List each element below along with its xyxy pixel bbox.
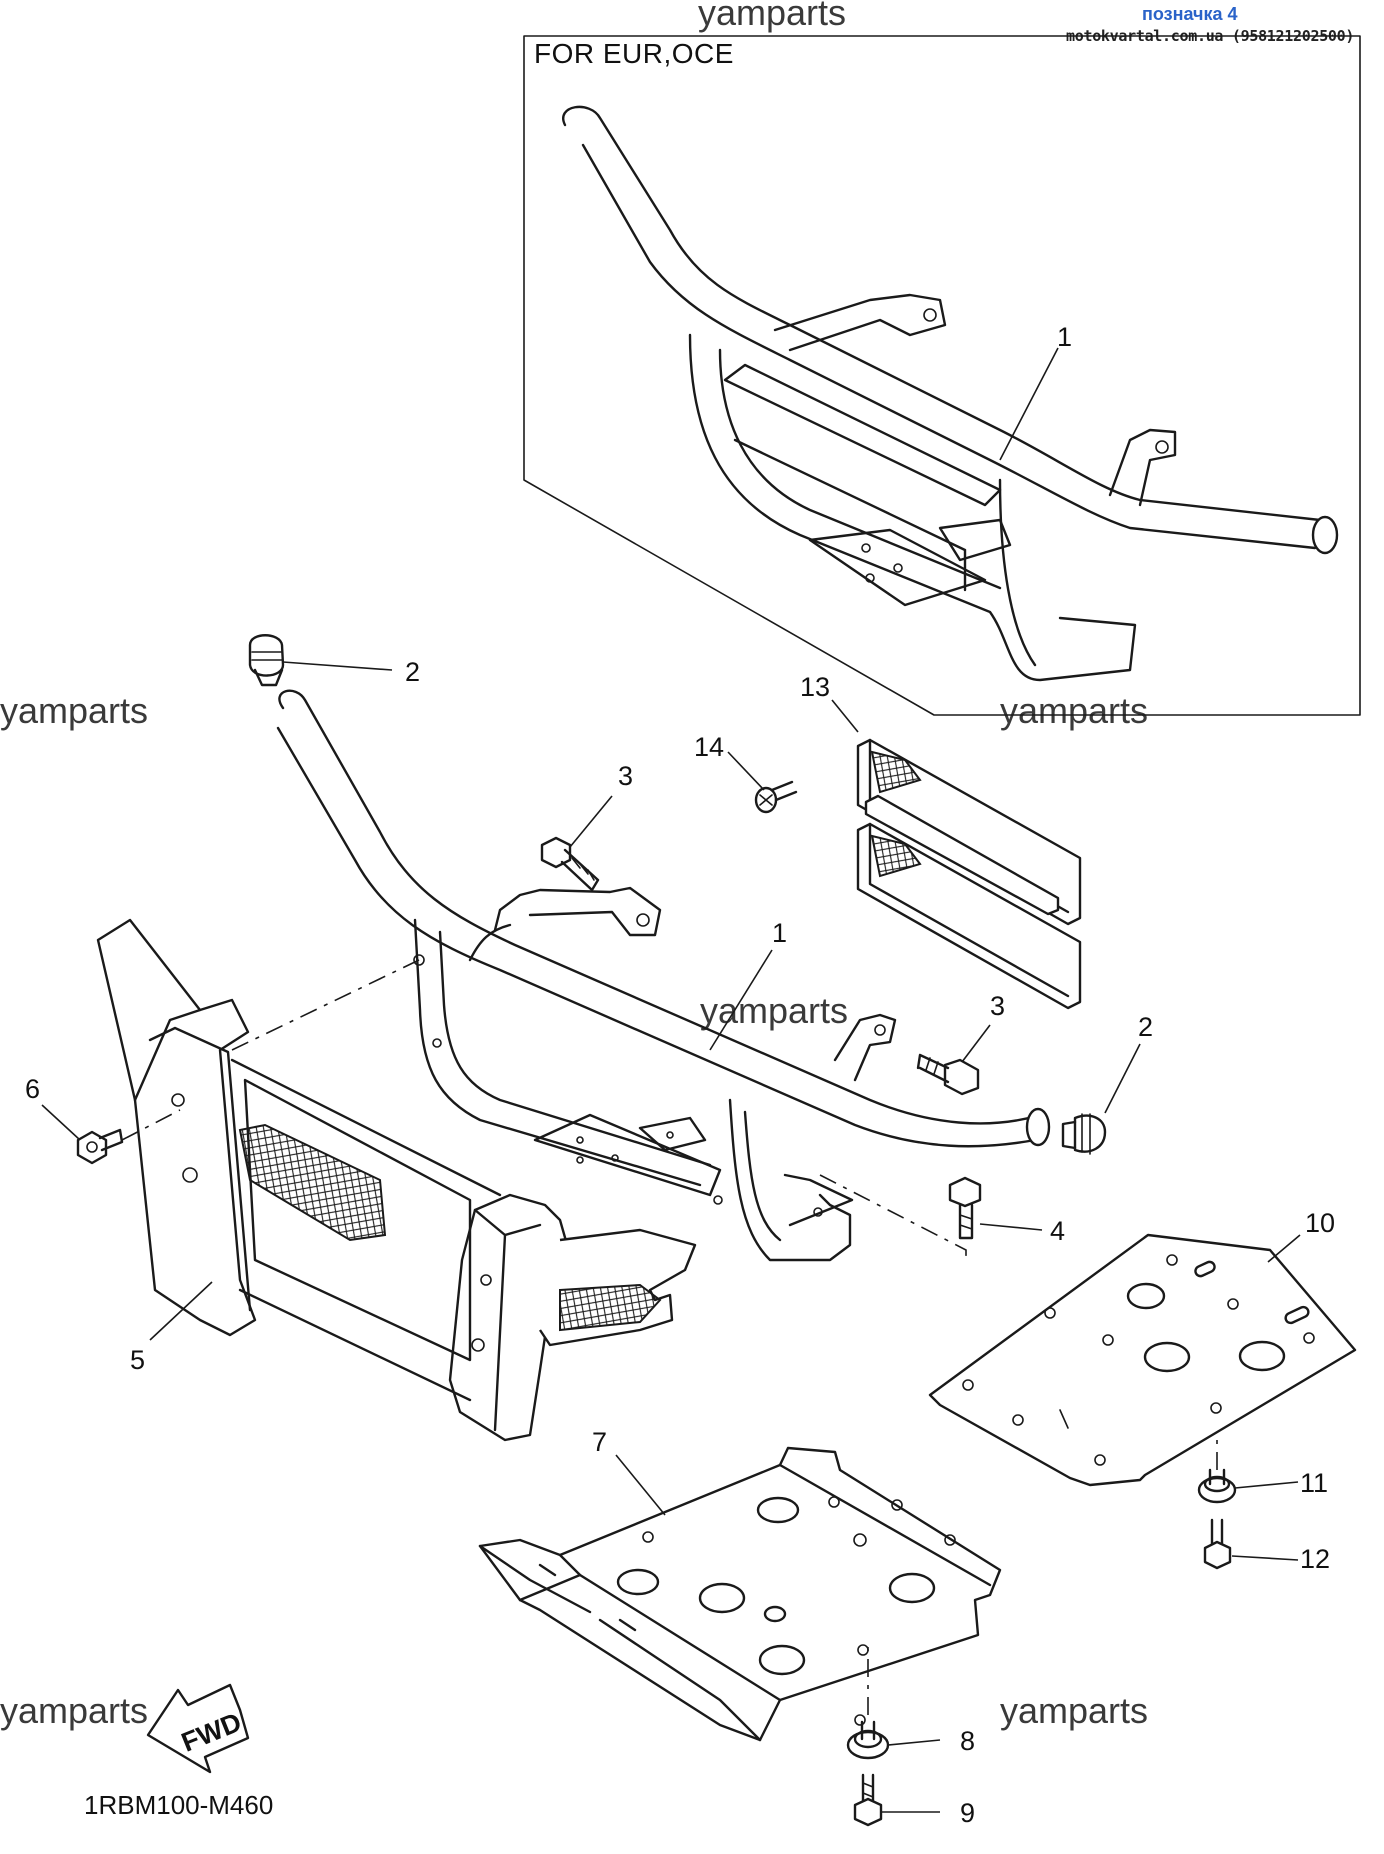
watermark-bottom-right: yamparts (1000, 1690, 1149, 1731)
damper-8-illustration (846, 1720, 890, 1760)
leader-cap-2-top (282, 661, 393, 671)
bolt-4-illustration (948, 1176, 982, 1240)
leader-damper-11 (1234, 1481, 1299, 1489)
dash-bolt-4 (819, 1174, 967, 1260)
leader-bolt-3-upper (569, 795, 613, 848)
watermark-right: yamparts (1000, 690, 1149, 731)
leader-grille-13 (831, 699, 859, 733)
callout-damper-8: 8 (960, 1726, 975, 1756)
callout-plate-7: 7 (592, 1427, 607, 1457)
leader-guard-5 (149, 1281, 213, 1341)
callout-screw-14: 14 (694, 732, 724, 762)
leader-damper-8 (887, 1739, 941, 1746)
callout-damper-11: 11 (1300, 1468, 1328, 1498)
grille-13-illustration (856, 738, 1082, 1010)
forward-arrow-icon: FWD (146, 1683, 250, 1774)
callout-cap-2-right: 2 (1138, 1012, 1153, 1042)
dash-bolt-6 (121, 1109, 181, 1141)
leader-bolt-4 (979, 1223, 1043, 1231)
dash-guard-mount (231, 959, 420, 1051)
header-title: позначка 4 (1142, 4, 1238, 24)
skid-plate-7-illustration (478, 1446, 1002, 1742)
callout-bolt-3-lower: 3 (990, 991, 1005, 1021)
callout-bolt-12: 12 (1300, 1544, 1330, 1574)
callout-cap-2-top: 2 (405, 657, 420, 687)
watermark-center: yamparts (700, 990, 849, 1031)
callout-guard-5: 5 (130, 1345, 145, 1375)
variant-box-label: FOR EUR,OCE (534, 38, 734, 69)
leader-bolt-12 (1231, 1555, 1299, 1561)
bolt-9-illustration (853, 1773, 883, 1827)
leader-bolt-6 (41, 1104, 81, 1141)
bolt-3-upper-illustration (540, 836, 600, 892)
callout-bolt-9: 9 (960, 1798, 975, 1828)
leader-box-1 (999, 347, 1059, 461)
diagram-code: 1RBM100-M460 (84, 1790, 274, 1820)
leader-bolt-3-lower (961, 1024, 991, 1063)
bumper-variant-illustration (562, 105, 1339, 682)
screw-14-illustration (754, 780, 798, 814)
bolt-6-illustration (76, 1128, 124, 1165)
bolt-3-lower-illustration (916, 1053, 980, 1096)
callout-guard-10: 10 (1305, 1208, 1335, 1238)
front-guard-5-illustration (96, 918, 697, 1442)
bolt-12-illustration (1203, 1518, 1232, 1570)
watermark-left: yamparts (0, 690, 149, 731)
damper-11-illustration (1197, 1468, 1237, 1504)
front-bumper-illustration (276, 689, 1051, 1262)
leader-screw-14 (727, 751, 765, 791)
cap-2-top-illustration (248, 634, 285, 687)
leader-guard-10 (1267, 1234, 1301, 1263)
callout-bolt-6: 6 (25, 1074, 40, 1104)
watermark-top: yamparts (698, 0, 847, 33)
leader-plate-7 (615, 1454, 666, 1516)
callout-bolt-4: 4 (1050, 1216, 1065, 1246)
skid-plate-10-illustration (928, 1233, 1357, 1487)
callout-bumper-1: 1 (772, 918, 787, 948)
cap-2-right-illustration (1061, 1113, 1107, 1155)
variant-box-frame (523, 35, 1361, 716)
callout-box-1: 1 (1057, 322, 1072, 352)
leader-bumper-1 (709, 949, 773, 1051)
callout-grille-13: 13 (800, 672, 830, 702)
leader-cap-2-right (1104, 1043, 1141, 1114)
watermark-bottom-left: yamparts (0, 1690, 149, 1731)
callout-bolt-3-upper: 3 (618, 761, 633, 791)
